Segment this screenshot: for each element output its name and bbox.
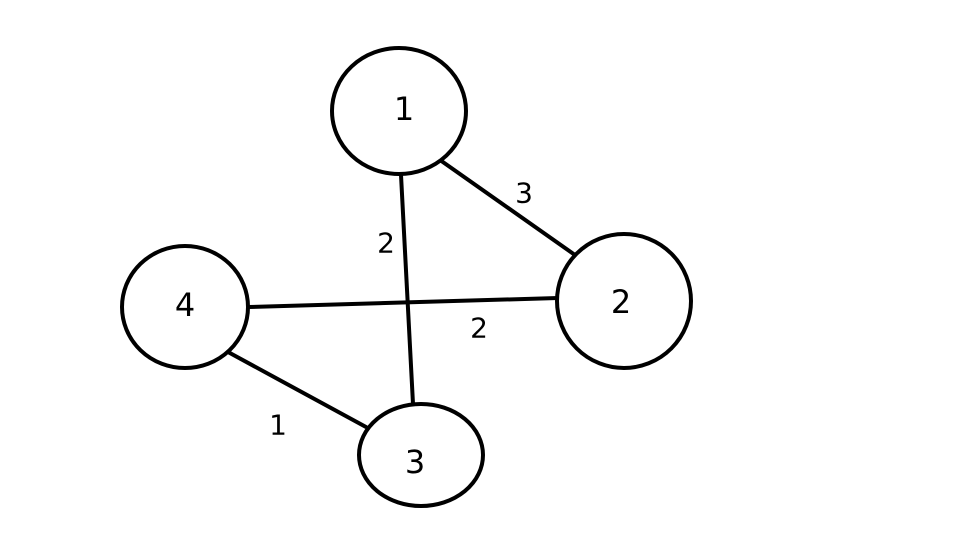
edge-1-3-weight: 2 [377, 227, 395, 260]
node-1-label: 1 [394, 90, 414, 128]
edge-4-2 [247, 296, 560, 309]
node-4: 4 [120, 244, 250, 370]
edge-1-2-weight: 3 [515, 177, 533, 210]
node-2: 2 [555, 232, 693, 370]
edge-1-3 [399, 173, 415, 406]
node-1: 1 [330, 46, 468, 176]
edge-4-3-weight: 1 [269, 409, 287, 442]
node-3-label: 3 [405, 443, 425, 481]
node-4-label: 4 [175, 286, 195, 324]
node-2-label: 2 [611, 283, 631, 321]
edge-4-2-weight: 2 [470, 312, 488, 345]
node-3: 3 [357, 402, 485, 508]
edge-1-2 [438, 158, 577, 257]
edge-4-3 [226, 350, 368, 429]
